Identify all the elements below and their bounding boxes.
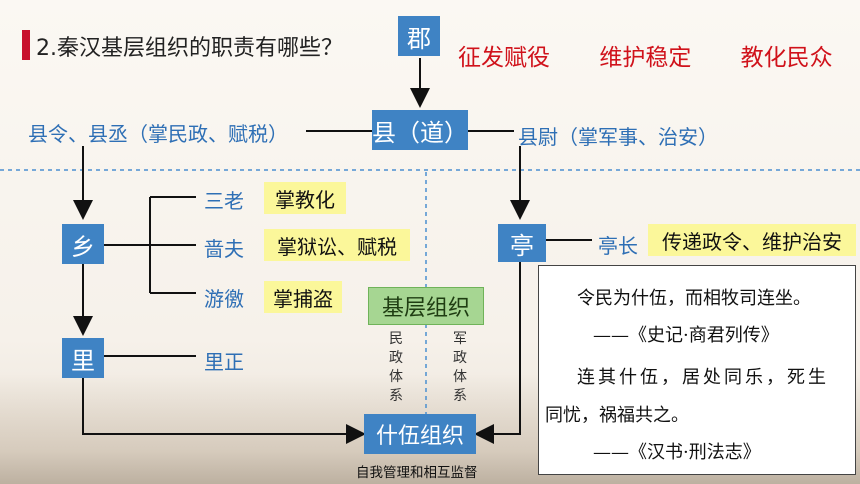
node-ting: 亭 [498, 224, 546, 262]
duty-tingzhang: 传递政令、维护治安 [648, 224, 856, 256]
answer-3: 教化民众 [740, 45, 833, 71]
question-title: 2.秦汉基层组织的职责有哪些？ [36, 36, 343, 61]
node-xian: 县（道） [372, 110, 468, 150]
label-military-system: 军政体系 [453, 331, 467, 404]
shiwu-caption: 自我管理和相互监督 [356, 465, 478, 481]
answer-2: 维护稳定 [599, 45, 692, 71]
quote-source-1: ——《史记·商君列传》 [593, 325, 779, 346]
label-sefu: 啬夫 [204, 237, 244, 261]
quote-source-2: ——《汉书·刑法志》 [593, 442, 761, 463]
answer-list: 征发赋役 维护稳定 教化民众 [458, 38, 857, 72]
label-youjiao: 游徼 [204, 287, 244, 311]
answer-1: 征发赋役 [458, 45, 550, 71]
node-shiwu: 什伍组织 [364, 414, 476, 454]
label-xianling: 县令、县丞（掌民政、赋税） [28, 122, 288, 146]
label-sanlao: 三老 [204, 189, 244, 213]
label-xianwei: 县尉（掌军事、治安） [518, 125, 718, 149]
duty-youjiao: 掌捕盗 [264, 281, 342, 313]
label-civil-system: 民政体系 [389, 331, 403, 404]
duty-sanlao: 掌教化 [264, 182, 346, 214]
title-accent-bar [22, 30, 30, 60]
node-xiang: 乡 [62, 224, 104, 264]
label-tingzhang: 亭长 [598, 234, 638, 258]
quote-line-1: 令民为什伍，而相牧司连坐。 [577, 288, 811, 309]
quote-line-3: 同忧，祸福共之。 [545, 405, 689, 426]
duty-sefu: 掌狱讼、赋税 [264, 229, 410, 261]
label-lizheng: 里正 [204, 350, 244, 374]
node-jun: 郡 [398, 16, 440, 56]
quote-box: 令民为什伍，而相牧司连坐。 ——《史记·商君列传》 连其什伍，居处同乐，死生 同… [538, 265, 856, 475]
quote-line-2: 连其什伍，居处同乐，死生 [577, 367, 829, 388]
node-jiceng: 基层组织 [368, 287, 484, 325]
node-li: 里 [62, 338, 104, 378]
